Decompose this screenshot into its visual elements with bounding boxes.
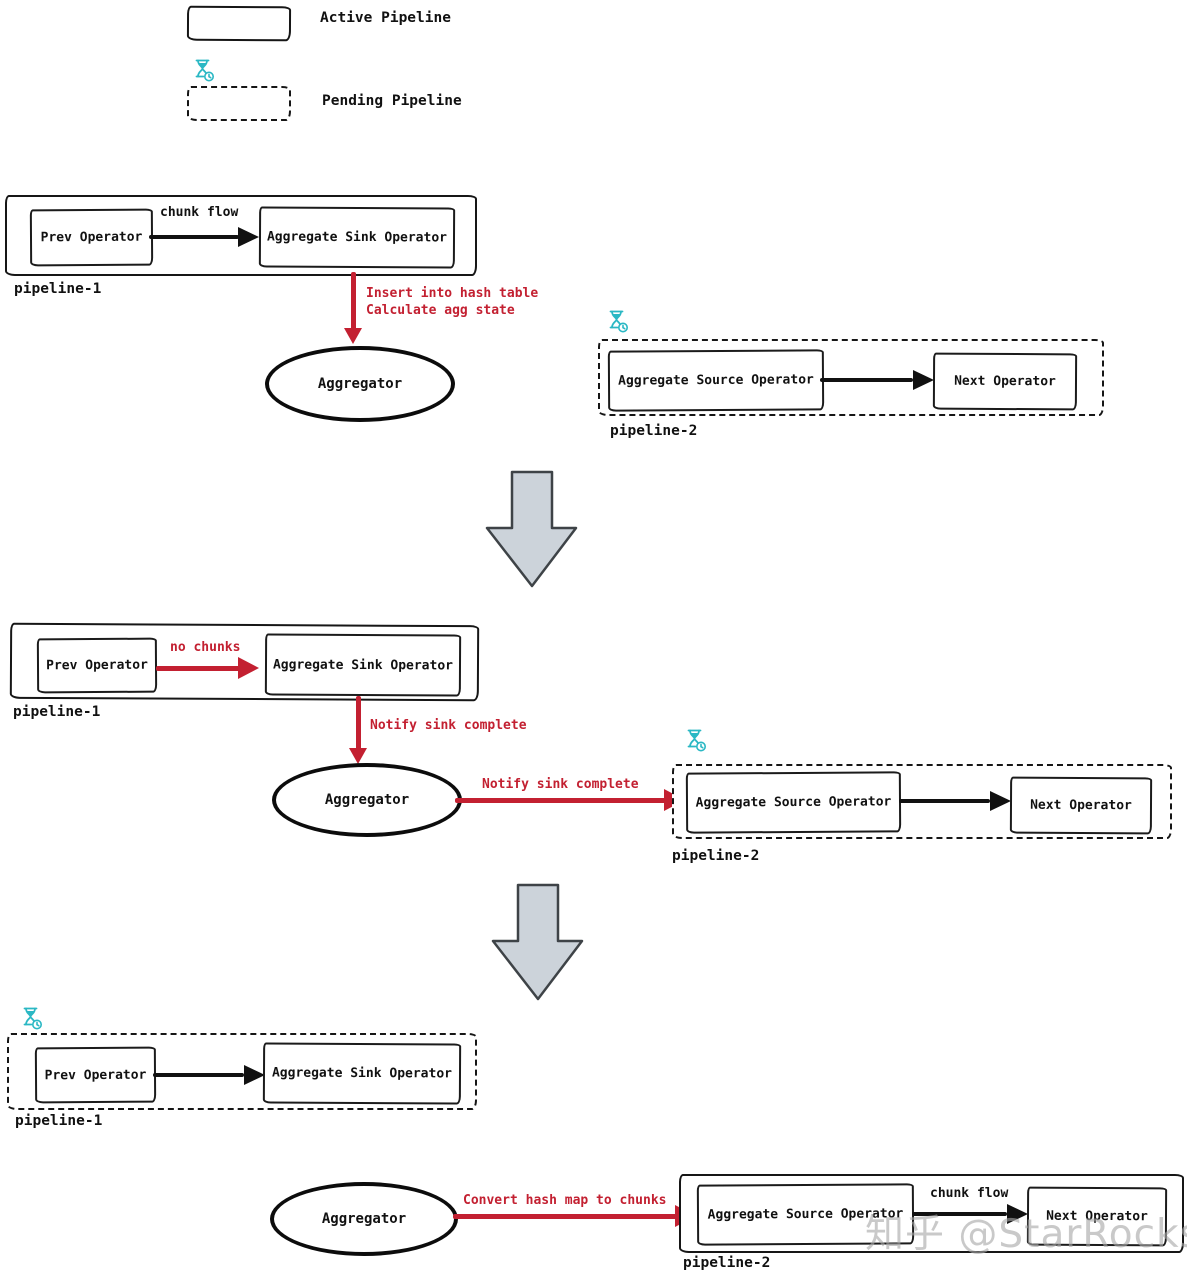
stage2-pipeline2-label: pipeline-2	[672, 848, 760, 864]
stage1-p2-arrow	[820, 378, 913, 382]
stage3-convert-label: Convert hash map to chunks	[463, 1193, 667, 1208]
stage3-chunk-flow-label: chunk flow	[930, 1186, 1009, 1201]
stage1-agg-source-operator: Aggregate Source Operator	[607, 349, 825, 412]
watermark: 知乎 @StarRocks	[865, 1212, 1187, 1257]
stage3-p1-arrow	[153, 1073, 244, 1077]
stage-transition-arrow	[485, 470, 578, 588]
stage2-notify-down-label: Notify sink complete	[370, 718, 527, 733]
stage3-p1-arrowhead	[244, 1065, 265, 1085]
stage2-p1-red-arrow	[156, 666, 240, 671]
hourglass-icon	[687, 729, 707, 752]
stage1-aggregator: Aggregator	[265, 346, 455, 422]
stage1-p1-arrowhead	[238, 227, 259, 247]
stage2-p1-red-arrowhead	[238, 657, 259, 679]
stage1-chunk-flow-label: chunk flow	[160, 205, 239, 220]
stage2-red-right-arrow	[455, 798, 666, 803]
stage2-next-operator: Next Operator	[1009, 776, 1153, 835]
stage2-agg-source-operator: Aggregate Source Operator	[685, 771, 902, 834]
stage1-red-down-arrow	[351, 272, 356, 330]
stage1-red-down-arrowhead	[344, 328, 362, 344]
stage1-pipeline2-label: pipeline-2	[610, 423, 698, 439]
stage1-agg-sink-operator: Aggregate Sink Operator	[258, 206, 456, 269]
stage2-pipeline1-label: pipeline-1	[13, 704, 101, 720]
legend-active-label: Active Pipeline	[320, 10, 451, 26]
stage3-prev-operator: Prev Operator	[34, 1046, 157, 1104]
stage2-notify-right-label: Notify sink complete	[482, 777, 639, 792]
stage3-pipeline1-label: pipeline-1	[15, 1113, 103, 1129]
legend-pending-label: Pending Pipeline	[322, 93, 462, 109]
stage2-red-down-arrowhead	[349, 748, 367, 764]
stage1-insert-note-line2: Calculate agg state	[366, 303, 515, 318]
legend-active-swatch	[186, 5, 292, 42]
hourglass-icon	[23, 1007, 43, 1030]
stage3-red-right-arrow	[453, 1214, 677, 1219]
stage1-prev-operator: Prev Operator	[29, 208, 154, 267]
stage1-p2-arrowhead	[913, 370, 934, 390]
legend-pending-swatch	[187, 86, 291, 121]
stage2-no-chunks-label: no chunks	[170, 640, 241, 655]
stage2-p2-arrowhead	[990, 791, 1011, 811]
stage1-p1-arrow	[149, 235, 239, 239]
stage1-insert-note-line1: Insert into hash table	[366, 286, 539, 301]
hourglass-icon	[195, 59, 215, 82]
stage-transition-arrow	[491, 883, 584, 1001]
stage3-aggregator: Aggregator	[270, 1182, 458, 1256]
stage3-p2-arrowhead	[1007, 1204, 1028, 1224]
stage1-next-operator: Next Operator	[932, 352, 1078, 411]
stage3-agg-sink-operator: Aggregate Sink Operator	[262, 1042, 462, 1105]
hourglass-icon	[609, 310, 629, 333]
stage2-red-down-arrow	[356, 696, 361, 750]
stage2-aggregator: Aggregator	[272, 763, 462, 837]
stage2-p2-arrow	[899, 799, 990, 803]
stage1-pipeline1-label: pipeline-1	[14, 281, 102, 297]
stage2-agg-sink-operator: Aggregate Sink Operator	[264, 633, 462, 697]
stage2-prev-operator: Prev Operator	[36, 637, 158, 694]
stage3-p2-arrow	[912, 1212, 1007, 1216]
stage3-pipeline2-label: pipeline-2	[683, 1255, 771, 1271]
